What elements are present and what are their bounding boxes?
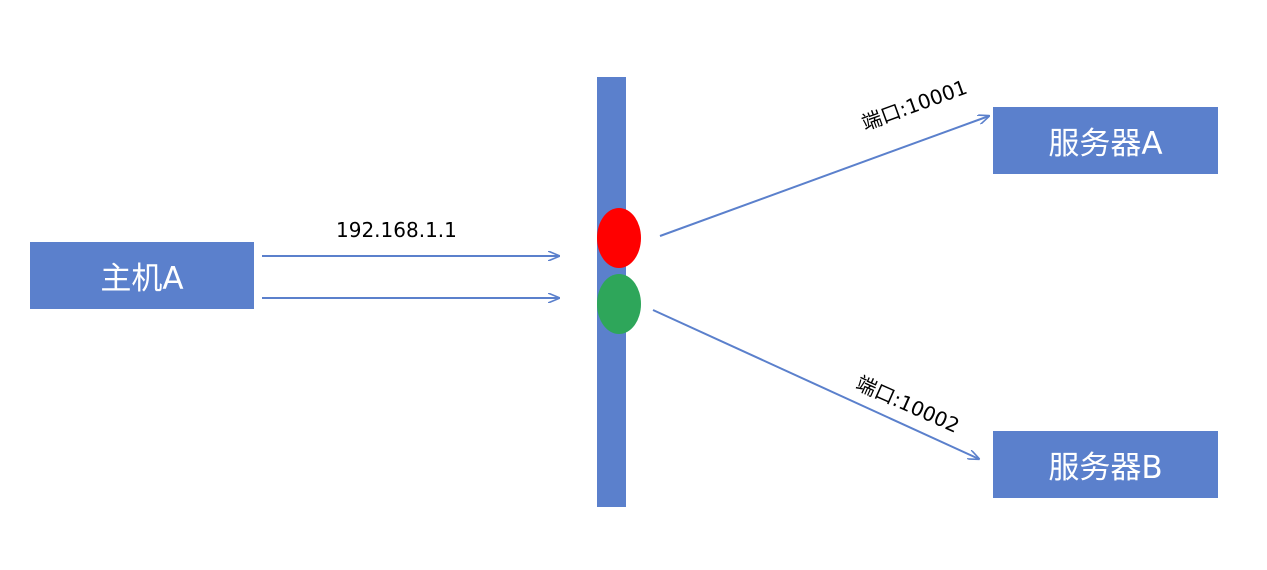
host-a-node: 主机A (30, 242, 254, 309)
gateway-to-server-b-arrow (652, 309, 979, 459)
green-port-marker (597, 274, 641, 334)
red-port-marker (597, 208, 641, 268)
gateway-to-server-a-arrow (659, 116, 989, 237)
server-a-label: 服务器A (1048, 126, 1163, 162)
ip-address-label: 192.168.1.1 (336, 218, 457, 242)
server-b-node: 服务器B (993, 431, 1218, 498)
server-a-node: 服务器A (993, 107, 1218, 174)
server-b-label: 服务器B (1048, 450, 1163, 486)
host-a-label: 主机A (100, 261, 184, 297)
